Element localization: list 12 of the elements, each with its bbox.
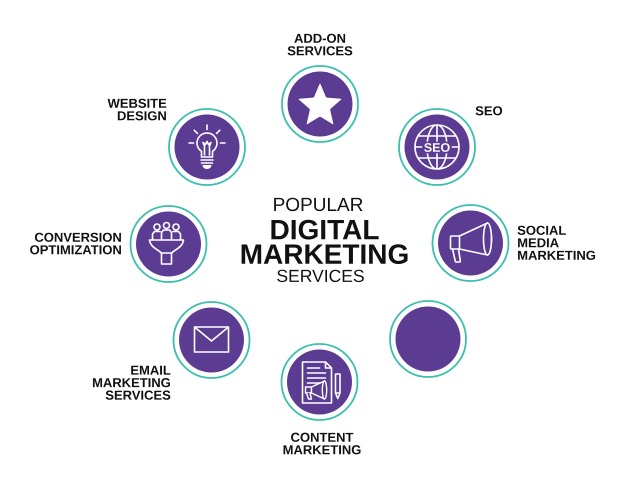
service-label: ADD-ON SERVICES — [288, 34, 352, 56]
service-label: EMAIL MARKETING SERVICES — [92, 366, 170, 400]
service-label: CONVERSION OPTIMIZATION — [30, 232, 121, 254]
icon-text: SEO — [422, 142, 452, 154]
circle-badge — [389, 300, 467, 378]
service-label: CONTENT MARKETING — [284, 432, 361, 454]
heading-text: SERVICES — [277, 270, 364, 282]
service-label: WEBSITE DESIGN — [108, 98, 166, 120]
heading-text: POPULAR — [274, 198, 362, 212]
service-label: SEO — [476, 106, 502, 116]
service-label: SOCIAL MEDIA MARKETING — [518, 226, 596, 260]
heading-text: DIGITAL MARKETING — [242, 220, 408, 264]
